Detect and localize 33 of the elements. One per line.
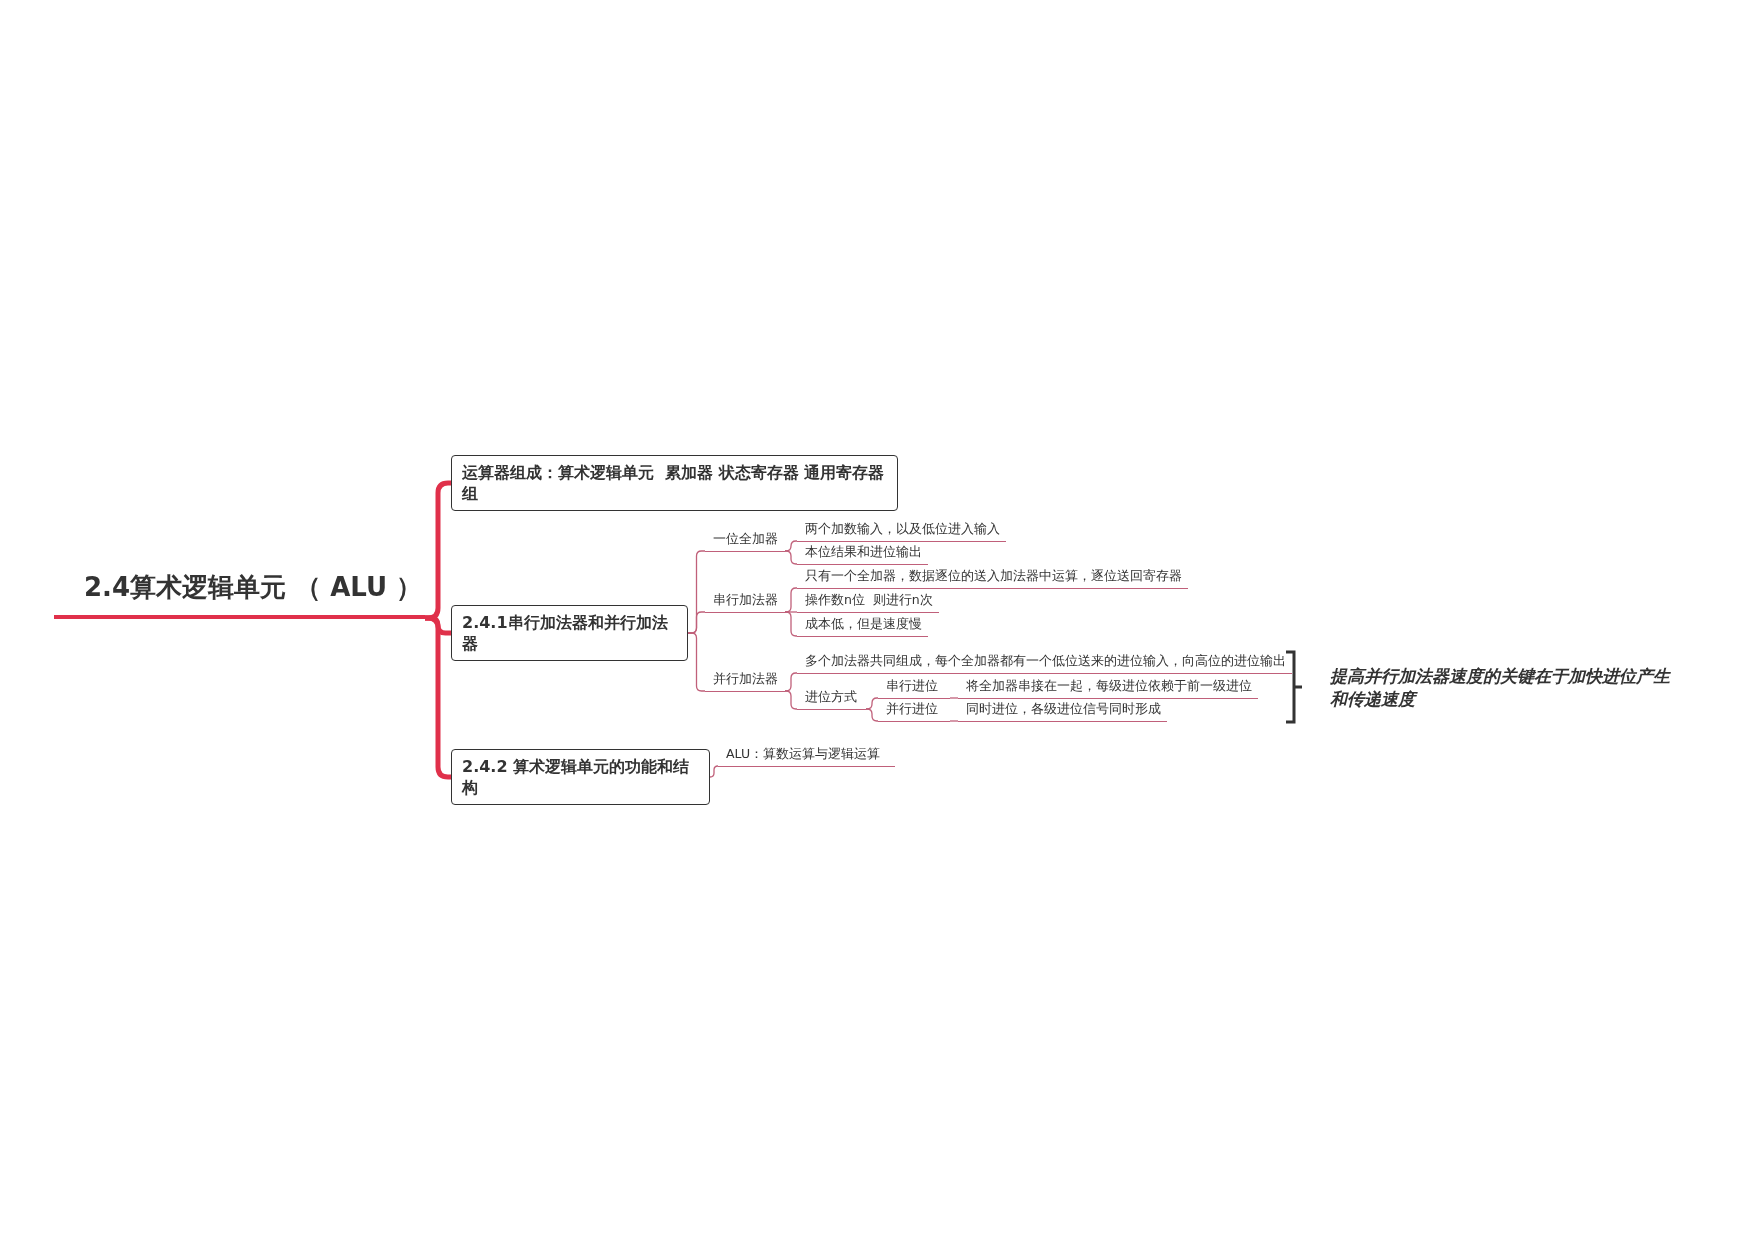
subtopic-text: 将全加器串接在一起，每级进位依赖于前一级进位	[958, 678, 1258, 699]
summary-text: 提高并行加法器速度的关键在于加快进位产生和传递速度	[1330, 665, 1672, 711]
subtopic-text: 本位结果和进位输出	[797, 544, 928, 565]
subtopic-text: 只有一个全加器，数据逐位的送入加法器中运算，逐位送回寄存器	[797, 568, 1188, 589]
topic-box: 2.4.1串行加法器和并行加法器	[451, 605, 688, 661]
connector-line	[784, 611, 798, 613]
subtopic-text: ALU：算数运算与逻辑运算	[718, 746, 895, 767]
connector-line	[709, 765, 719, 778]
subtopic-text: 进位方式	[797, 689, 866, 710]
connector-line	[784, 690, 798, 710]
topic-box: 2.4.2 算术逻辑单元的功能和结构	[451, 749, 710, 805]
subtopic-text: 同时进位，各级进位信号同时形成	[958, 701, 1167, 722]
connector-line	[784, 672, 798, 692]
subtopic-text: 并行加法器	[705, 671, 785, 692]
connector-line	[784, 550, 798, 565]
topic-box: 运算器组成：算术逻辑单元 累加器 状态寄存器 通用寄存器组	[451, 455, 898, 511]
connector-line	[784, 611, 798, 637]
subtopic-text: 成本低，但是速度慢	[797, 616, 928, 637]
subtopic-text: 串行加法器	[705, 592, 785, 613]
subtopic-text: 串行进位	[878, 678, 950, 699]
subtopic-text: 操作数n位 则进行n次	[797, 592, 939, 613]
connector-line	[949, 697, 959, 699]
subtopic-text: 并行进位	[878, 701, 950, 722]
connector-line	[865, 708, 879, 722]
connector-line	[949, 720, 959, 722]
subtopic-text: 一位全加器	[705, 531, 785, 552]
connector-line	[425, 615, 451, 780]
subtopic-text: 两个加数输入，以及低位进入输入	[797, 521, 1006, 542]
connector-line	[687, 632, 706, 692]
connector-line	[865, 697, 879, 710]
subtopic-text: 多个加法器共同组成，每个全加器都有一个低位送来的进位输入，向高位的进位输出	[797, 653, 1292, 674]
central-topic: 2.4算术逻辑单元 （ ALU ）	[54, 570, 425, 619]
connector-line	[784, 540, 798, 552]
